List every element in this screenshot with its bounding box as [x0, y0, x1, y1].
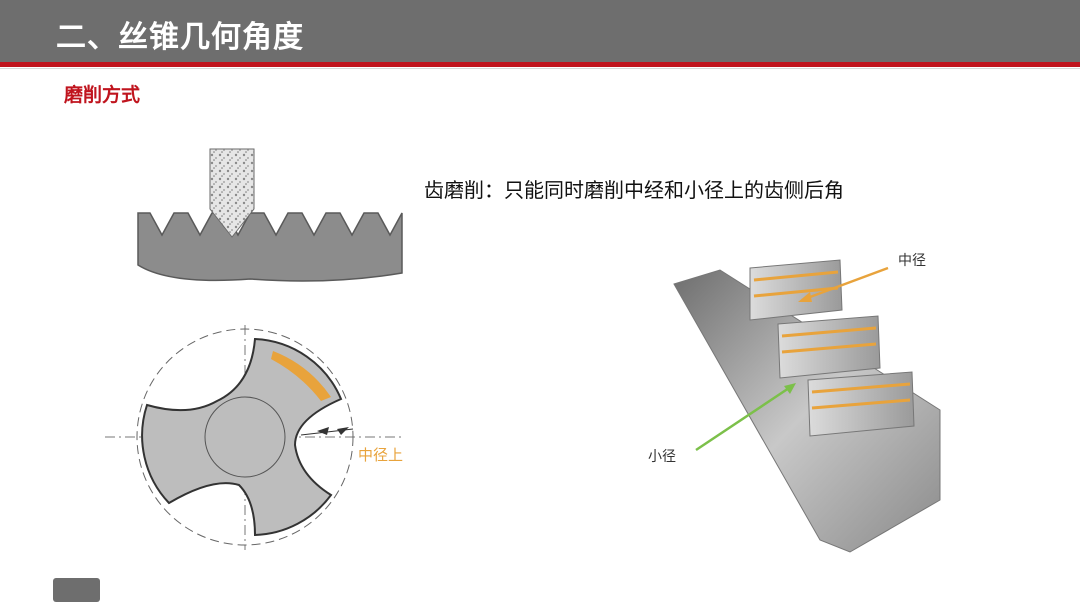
thread-tooth-1	[749, 259, 843, 321]
pitch-arrow	[801, 266, 889, 302]
header-divider	[0, 68, 1080, 69]
label-minor-diameter: 小径	[648, 449, 676, 465]
grinding-wheel	[209, 148, 255, 238]
label-pitch-diameter: 中径	[898, 253, 926, 269]
thread-flank-3d	[673, 259, 941, 553]
thread-tooth-2	[777, 315, 881, 379]
header-bar	[0, 0, 1080, 62]
page-number-tab	[53, 578, 100, 602]
relief-highlight	[271, 351, 331, 401]
minor-arrow	[695, 384, 793, 452]
tap-body	[141, 337, 343, 537]
thread-tooth-3	[807, 371, 915, 437]
label-pitch-upper: 中径上	[358, 446, 404, 464]
thread-profile	[137, 212, 403, 282]
grinding-wheel-illustration	[137, 148, 403, 282]
tap-land	[673, 269, 941, 553]
page-title: 二、丝锥几何角度	[56, 20, 304, 55]
tap-cross-section	[105, 325, 405, 550]
header-red-rule	[0, 62, 1080, 67]
grinding-description: 齿磨削：只能同时磨削中经和小径上的齿侧后角	[424, 178, 844, 202]
section-label: 磨削方式	[64, 84, 141, 106]
